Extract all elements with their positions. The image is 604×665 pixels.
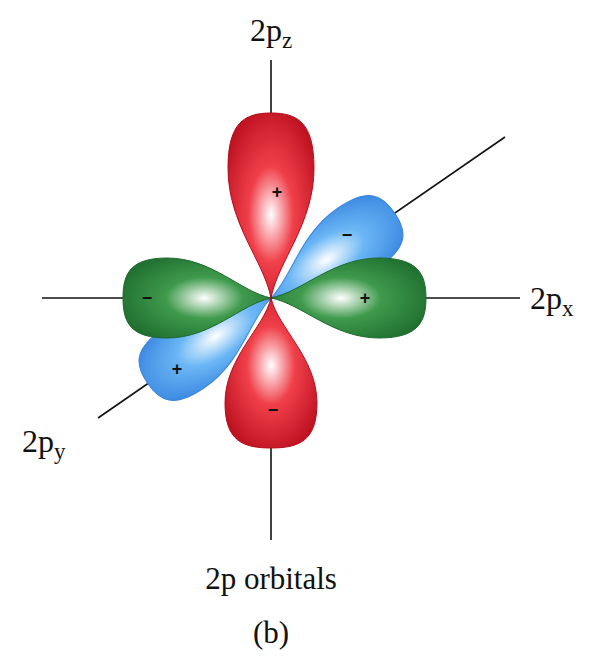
phase-sign: − [268, 401, 279, 419]
axis-label: 2pz [250, 14, 292, 46]
pz-lobes [225, 113, 317, 448]
phase-sign: + [360, 289, 371, 307]
orbital-lobe [271, 258, 426, 338]
subscript-text: y [54, 438, 66, 464]
phase-sign: + [272, 183, 283, 201]
subscript-text: z [282, 27, 292, 53]
label-text: (b) [253, 615, 289, 650]
orbital-lobe [123, 258, 271, 338]
label-text: 2p [530, 280, 562, 316]
label-text: 2p orbitals [205, 561, 337, 596]
phase-sign: − [142, 289, 153, 307]
label-text: − [342, 225, 353, 245]
orbital-lobe [225, 298, 317, 448]
orbital-lobe [228, 113, 314, 298]
caption-text: (b) [253, 617, 289, 648]
label-text: + [172, 359, 183, 379]
label-text: + [272, 182, 283, 202]
axis-label: 2px [530, 282, 574, 314]
subscript-text: x [562, 295, 574, 321]
axis-label: 2py [22, 425, 66, 457]
label-text: 2p [250, 12, 282, 48]
label-text: + [360, 288, 371, 308]
label-text: − [268, 400, 279, 420]
axes [42, 60, 520, 540]
phase-sign: − [342, 226, 353, 244]
caption-text: 2p orbitals [205, 563, 337, 594]
label-text: 2p [22, 423, 54, 459]
phase-sign: + [172, 360, 183, 378]
label-text: − [142, 288, 153, 308]
